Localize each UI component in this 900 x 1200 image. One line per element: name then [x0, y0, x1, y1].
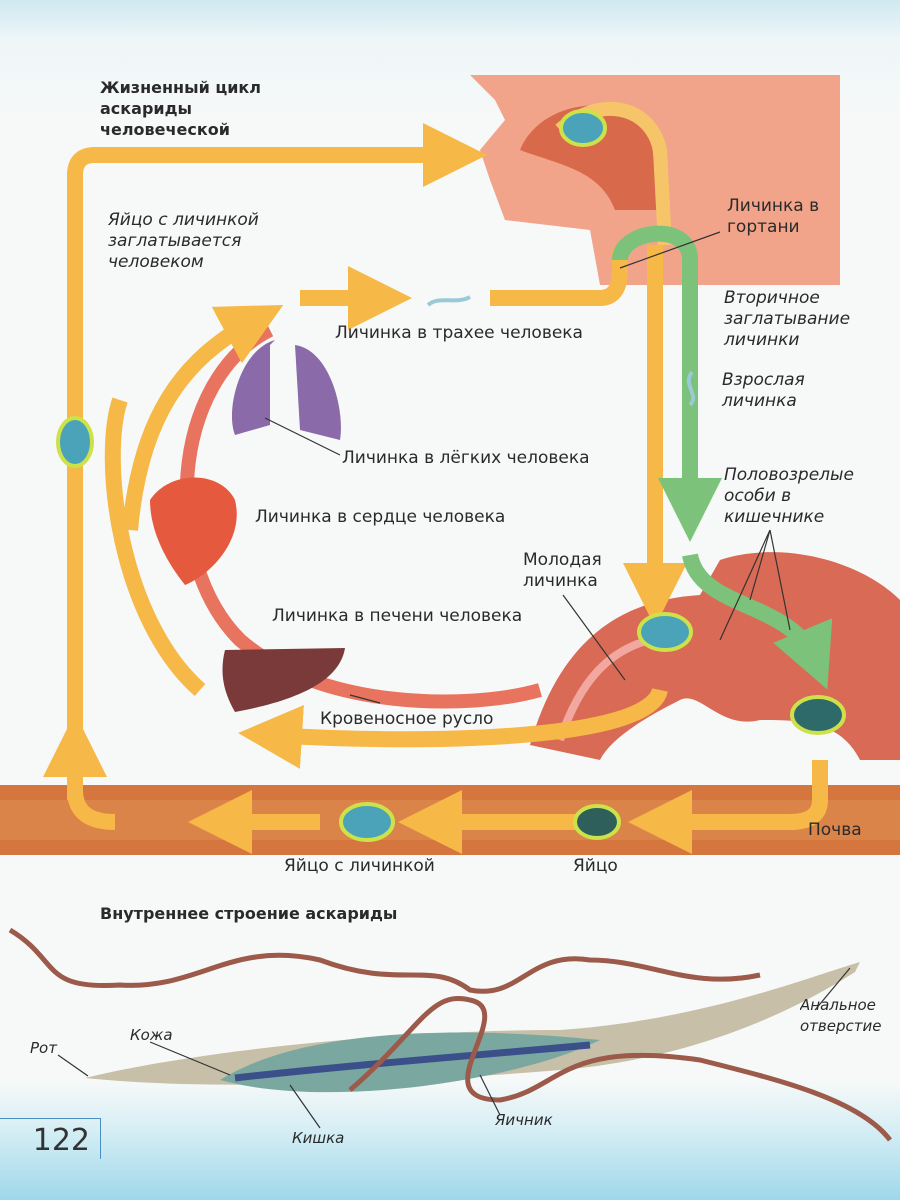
arrow-soil-up [43, 713, 116, 830]
lifecycle-title: Жизненный цикл аскариды человеческой [100, 78, 262, 139]
label-adult-larva: Взрослая личинка [722, 370, 805, 411]
lungs-illustration [231, 340, 341, 440]
egg-icon [637, 612, 693, 652]
label-gut: Кишка [292, 1129, 345, 1147]
label-trachea: Личинка в трахее человека [335, 323, 583, 343]
arrow-to-intestine [682, 552, 833, 690]
page-number: 122 [32, 1123, 90, 1158]
label-lungs: Личинка в лёгких человека [342, 448, 590, 468]
label-heart: Личинка в сердце человека [255, 507, 506, 527]
arrow-secondary-swallow [612, 225, 722, 542]
egg-icon [339, 802, 395, 842]
label-ovary: Яичник [495, 1111, 553, 1129]
bloodstream-path [179, 323, 542, 709]
roundworm-illustration [8, 927, 892, 1142]
label-soil: Почва [808, 820, 862, 840]
label-larynx: Личинка в гортани [727, 196, 820, 237]
label-egg: Яйцо [573, 856, 618, 876]
egg-icon [790, 695, 846, 735]
label-mouth: Рот [30, 1039, 57, 1057]
liver-illustration [222, 648, 345, 712]
anatomy-title: Внутреннее строение аскариды [100, 904, 398, 923]
label-mature-intestine: Половозрелые особи в кишечнике [724, 465, 854, 527]
label-bloodstream: Кровеносное русло [320, 709, 494, 729]
arrow-soil-left [628, 760, 828, 854]
larva-icon [426, 295, 471, 307]
arrow-egg-to-mouth [67, 123, 487, 800]
label-egg-swallowed: Яйцо с личинкой заглатывается человеком [108, 210, 259, 272]
page-number-box: 122 [0, 1118, 101, 1159]
label-young-larva: Молодая личинка [523, 550, 602, 591]
arrow-liver-to-lungs [104, 397, 206, 697]
label-liver: Личинка в печени человека [272, 606, 523, 626]
egg-icon [56, 416, 94, 468]
egg-icon [573, 804, 621, 840]
label-anus: Анальное отверстие [800, 996, 882, 1035]
larva-icon [686, 370, 696, 407]
label-secondary-swallow: Вторичное заглатывание личинки [724, 288, 851, 350]
heart-illustration [150, 477, 237, 585]
arrow-intestine-to-liver [238, 687, 668, 769]
label-skin: Кожа [130, 1026, 173, 1044]
egg-icon [559, 109, 607, 147]
label-egg-with-larva: Яйцо с личинкой [284, 856, 435, 876]
